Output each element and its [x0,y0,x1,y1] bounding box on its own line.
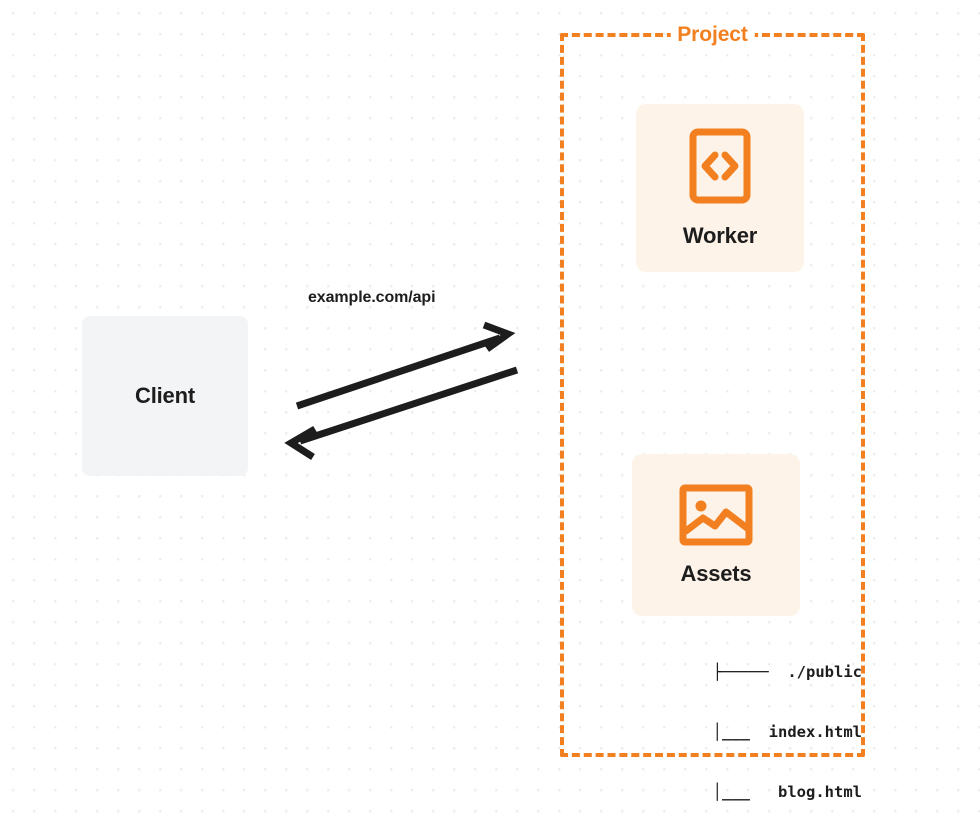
response-arrow [284,366,519,460]
tree-row: │___ index.html [675,723,862,741]
image-icon [679,484,753,551]
assets-label: Assets [680,560,752,586]
code-brackets-icon [689,128,751,209]
assets-file-tree: ├───── ./public │___ index.html │___ blo… [612,622,862,818]
project-title: Project [670,23,755,47]
client-node[interactable]: Client [82,316,248,476]
project-container: Project Worker Assets [560,23,865,801]
connection-label: example.com/api [308,289,436,306]
client-label: Client [135,383,195,408]
tree-row: ├───── ./public [712,663,862,681]
request-arrow [295,321,516,410]
worker-label: Worker [682,222,758,248]
worker-node[interactable]: Worker [636,104,804,272]
tree-row: │___ blog.html [675,783,862,801]
assets-node[interactable]: Assets [632,454,800,616]
